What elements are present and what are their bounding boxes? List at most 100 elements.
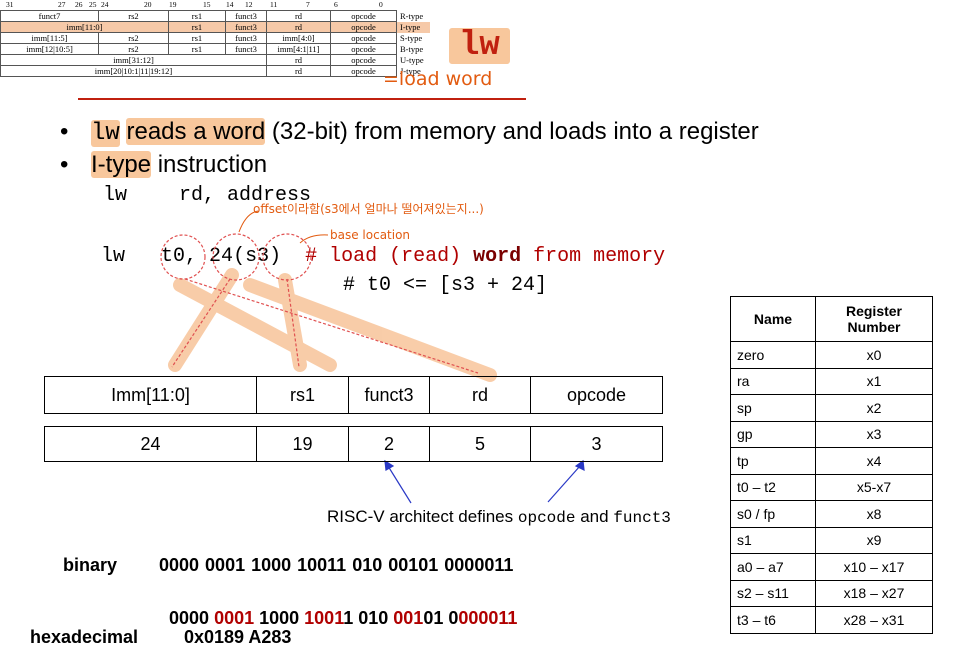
- binary-line-1: 0000 0001 1000 10011 010 00101 0000011: [159, 555, 514, 575]
- example-semantic: # t0 <= [s3 + 24]: [343, 274, 548, 297]
- arrow-imm: [171, 278, 231, 368]
- circle-offset: [212, 233, 260, 281]
- example-base: (s3): [233, 245, 282, 268]
- bullet-dot: •: [60, 118, 69, 145]
- field-rs1: rs1: [257, 377, 349, 413]
- encoding-field-row: Imm[11:0] rs1 funct3 rd opcode: [44, 376, 663, 414]
- hex-value: 0x0189 A283: [184, 627, 292, 647]
- base-pointer: [299, 234, 329, 244]
- offset-annotation: offset이라함(s3에서 얼마나 떨어져있는지...): [253, 202, 484, 216]
- slide-title: lw: [449, 28, 510, 64]
- title-handwritten-note: =load word: [383, 68, 493, 90]
- format-row-u: imm[31:12] rd opcode U-type: [0, 54, 431, 66]
- register-name: gp: [730, 420, 816, 448]
- hex-label: hexadecimal: [30, 627, 139, 647]
- value-rd: 5: [430, 427, 531, 461]
- bit-label: 15: [203, 0, 211, 9]
- example-comment: # load (read): [305, 245, 474, 268]
- bit-label: 0: [379, 0, 383, 9]
- format-type-label: R-type: [400, 11, 424, 21]
- bit-label: 19: [169, 0, 177, 9]
- binary-label: binary: [63, 555, 118, 575]
- register-name: sp: [730, 394, 816, 422]
- register-number: x5-x7: [815, 473, 933, 501]
- bit-label: 14: [226, 0, 234, 9]
- bullet-text: instruction: [151, 151, 268, 178]
- bit-label: 20: [144, 0, 152, 9]
- bullet-dot: •: [60, 151, 69, 178]
- binary-line-2: 0000 0001 1000 10011 010 00101 0000011: [159, 587, 517, 629]
- register-number: x8: [815, 500, 933, 528]
- bit-label: 6: [334, 0, 338, 9]
- bullet-text: (32-bit) from memory and loads into a re…: [265, 118, 759, 145]
- binary-segment: 001: [393, 608, 424, 628]
- register-name: s2 – s11: [730, 579, 816, 607]
- bit-label: 11: [270, 0, 278, 9]
- format-grid: funct7 rs2 rs1 funct3 rd opcode R-type i…: [0, 10, 431, 77]
- register-name: ra: [730, 367, 816, 395]
- bit-label: 25: [89, 0, 97, 9]
- value-funct3: 2: [349, 427, 430, 461]
- register-number: x3: [815, 420, 933, 448]
- arrow-funct3: [387, 465, 412, 504]
- register-number: x9: [815, 526, 933, 554]
- binary-segment: 01 0: [423, 608, 459, 628]
- arrow-rd: [184, 278, 479, 374]
- binary-segment: 1001: [304, 608, 344, 628]
- title-divider: [78, 98, 526, 100]
- note-code: opcode: [517, 509, 576, 527]
- bit-label: 27: [58, 0, 66, 9]
- bit-label: 31: [6, 0, 14, 9]
- bit-label: 26: [75, 0, 83, 9]
- bit-positions: 31 27 26 25 24 20 19 15 14 12 11 7 6 0: [0, 0, 428, 10]
- highlight-stroke: [168, 268, 239, 372]
- syntax-args: rd, address: [179, 184, 312, 207]
- field-funct3: funct3: [349, 377, 430, 413]
- arrowhead: [384, 459, 395, 471]
- register-name: a0 – a7: [730, 553, 816, 581]
- binary-segment: 0000: [169, 608, 215, 628]
- register-name: s1: [730, 526, 816, 554]
- bullet-code: lw: [91, 120, 120, 147]
- binary-segment: 1000: [254, 608, 305, 628]
- format-type-label: I-type: [396, 21, 431, 33]
- example-rd: t0,: [161, 245, 198, 268]
- bullet-highlight: I-type: [91, 151, 152, 178]
- note-code: funct3: [613, 509, 671, 527]
- instruction-format-table: 31 27 26 25 24 20 19 15 14 12 11 7 6 0 f…: [0, 0, 431, 77]
- value-opcode: 3: [591, 433, 602, 454]
- bit-label: 12: [245, 0, 253, 9]
- field-imm: Imm[11:0]: [45, 377, 257, 413]
- register-number: x2: [815, 394, 933, 422]
- field-cell: opcode: [330, 65, 397, 77]
- format-row-j: imm[20|10:1|11|19:12] rd opcode J-type: [0, 65, 431, 77]
- register-header-row: Name Register Number: [730, 296, 933, 342]
- format-type-label: U-type: [400, 55, 424, 65]
- base-annotation: base location: [330, 228, 411, 242]
- bit-label: 24: [101, 0, 109, 9]
- format-row-i: imm[11:0] rs1 funct3 rd opcode I-type: [0, 21, 431, 33]
- register-number: x0: [815, 341, 933, 369]
- field-opcode: opcode: [566, 384, 627, 405]
- register-name: t3 – t6: [730, 606, 816, 634]
- binary-segment: 0001: [214, 608, 255, 628]
- register-name: zero: [730, 341, 816, 369]
- arrowhead: [574, 459, 585, 472]
- format-row-b: imm[12|10:5] rs2 rs1 funct3 imm[4:1|11] …: [0, 43, 431, 55]
- bit-label: 7: [306, 0, 310, 9]
- format-row-r: funct7 rs2 rs1 funct3 rd opcode R-type: [0, 10, 431, 22]
- note-text: and: [575, 507, 614, 526]
- value-imm: 24: [45, 427, 257, 461]
- register-number: x4: [815, 447, 933, 475]
- register-name: t0 – t2: [730, 473, 816, 501]
